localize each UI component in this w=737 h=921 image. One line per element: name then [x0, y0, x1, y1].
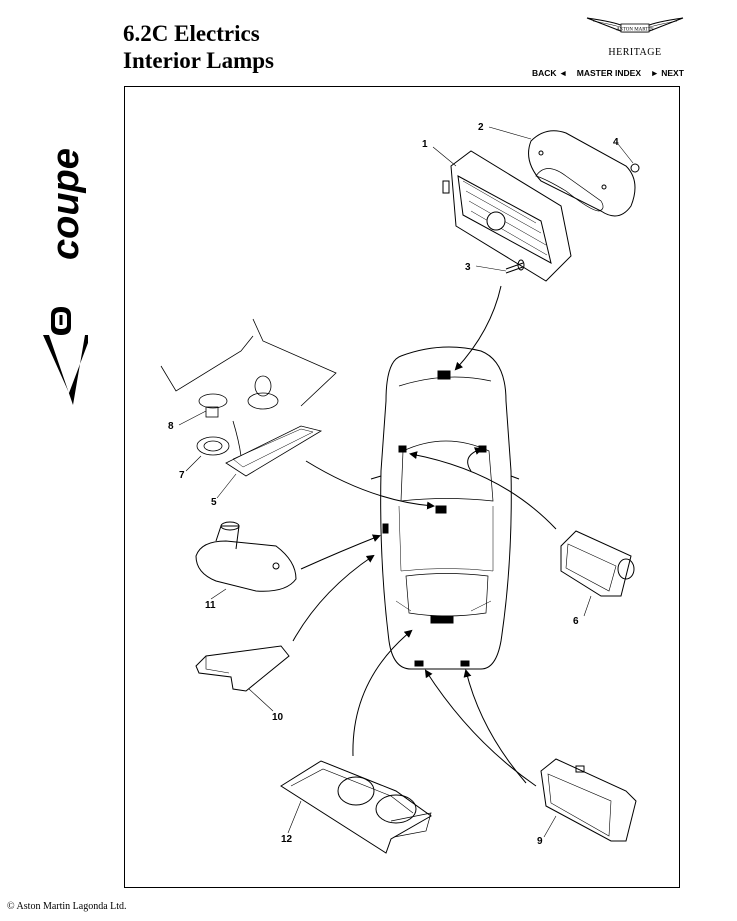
callout-11: 11 — [205, 600, 216, 611]
callout-8: 8 — [168, 421, 174, 432]
v8-coupe-logo: coupe — [43, 148, 88, 405]
lamp-12 — [280, 760, 432, 854]
lamp-6 — [560, 530, 635, 597]
callout-4: 4 — [613, 137, 619, 148]
callout-leaders — [178, 126, 634, 838]
lamp-1 — [442, 150, 572, 282]
roof-assembly — [160, 318, 337, 477]
callout-3: 3 — [465, 262, 471, 273]
svg-text:coupe: coupe — [45, 148, 87, 260]
back-link[interactable]: BACK ◄ — [532, 68, 568, 78]
section-title: 6.2C Electrics — [123, 21, 260, 46]
lamp-11 — [195, 521, 297, 592]
leader-arrows — [292, 285, 557, 787]
brand-name: ASTON MARTIN — [616, 28, 654, 33]
screw-3 — [505, 259, 525, 274]
callout-2: 2 — [478, 122, 484, 133]
section-subtitle: Interior Lamps — [123, 48, 274, 73]
diagram-frame: 1 2 3 4 5 6 7 8 9 10 11 12 — [124, 86, 680, 888]
master-index-link[interactable]: MASTER INDEX — [576, 68, 642, 78]
nav-bar: BACK ◄ MASTER INDEX ► NEXT — [532, 68, 684, 78]
copyright-notice: © Aston Martin Lagonda Ltd. — [7, 901, 127, 912]
callout-12: 12 — [281, 834, 293, 845]
next-link[interactable]: ► NEXT — [650, 68, 684, 78]
page-title: 6.2C Electrics Interior Lamps — [123, 20, 274, 74]
interior-lamps-diagram: 1 2 3 4 5 6 7 8 9 10 11 12 — [160, 122, 640, 854]
callout-6: 6 — [573, 616, 579, 627]
washer-4 — [630, 163, 640, 173]
callout-7: 7 — [179, 470, 185, 481]
callout-9: 9 — [537, 836, 543, 847]
callout-5: 5 — [211, 497, 217, 508]
callout-labels: 1 2 3 4 5 6 7 8 9 10 11 12 — [168, 122, 619, 847]
brand-block: ASTON MARTIN HERITAGE — [585, 12, 685, 58]
aston-martin-wings-logo: ASTON MARTIN — [586, 17, 684, 33]
car-outline — [370, 346, 520, 670]
heritage-label: HERITAGE — [608, 47, 662, 58]
callout-1: 1 — [422, 139, 428, 150]
lamp-9 — [540, 758, 637, 842]
gasket-2 — [528, 130, 636, 217]
lamp-10 — [195, 645, 290, 692]
callout-10: 10 — [272, 712, 284, 723]
